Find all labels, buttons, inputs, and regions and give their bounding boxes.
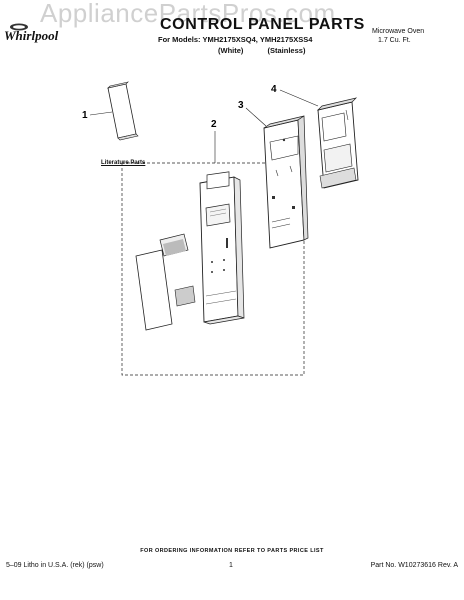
part-number: Part No. W10273616 Rev. A <box>370 562 458 569</box>
ordering-note: FOR ORDERING INFORMATION REFER TO PARTS … <box>140 548 324 554</box>
part-3-control-frame[interactable] <box>263 115 309 249</box>
model-numbers: For Models: YMH2175XSQ4, YMH2175XSS4 <box>158 35 313 44</box>
part-2-control-panel[interactable] <box>199 171 245 325</box>
variant-white: (White) <box>218 46 244 55</box>
callout-2: 2 <box>211 119 217 130</box>
model-variants: (White) (Stainless) <box>218 46 327 55</box>
whirlpool-logo <box>10 23 28 31</box>
product-description: Microwave Oven 1.7 Cu. Ft. <box>372 27 424 45</box>
part-2-kit-boundary <box>121 162 305 376</box>
brand-name: Whirlpool <box>4 28 59 43</box>
leader-line-3 <box>245 107 267 127</box>
page-title: CONTROL PANEL PARTS <box>160 16 365 33</box>
leader-line-1 <box>89 111 113 116</box>
product-capacity: 1.7 Cu. Ft. <box>378 37 411 44</box>
part-2-overlay-sheet[interactable] <box>135 249 173 331</box>
part-1-literature[interactable] <box>107 81 139 141</box>
callout-4: 4 <box>271 84 277 95</box>
leader-line-4 <box>279 89 319 107</box>
callout-1: 1 <box>82 110 88 121</box>
part-2-small-label[interactable] <box>159 233 189 257</box>
page-number: 1 <box>229 562 233 569</box>
literature-parts-label: Literature Parts <box>101 160 146 166</box>
part-4-bracket[interactable] <box>316 97 359 189</box>
part-2-label-strip[interactable] <box>174 285 196 307</box>
watermark: AppliancePartsPros.com <box>40 0 336 28</box>
print-info: 5–09 Litho in U.S.A. (rek) (psw) <box>6 562 104 569</box>
variant-stainless: (Stainless) <box>267 46 306 55</box>
callout-3: 3 <box>238 100 244 111</box>
product-type: Microwave Oven <box>372 28 425 35</box>
